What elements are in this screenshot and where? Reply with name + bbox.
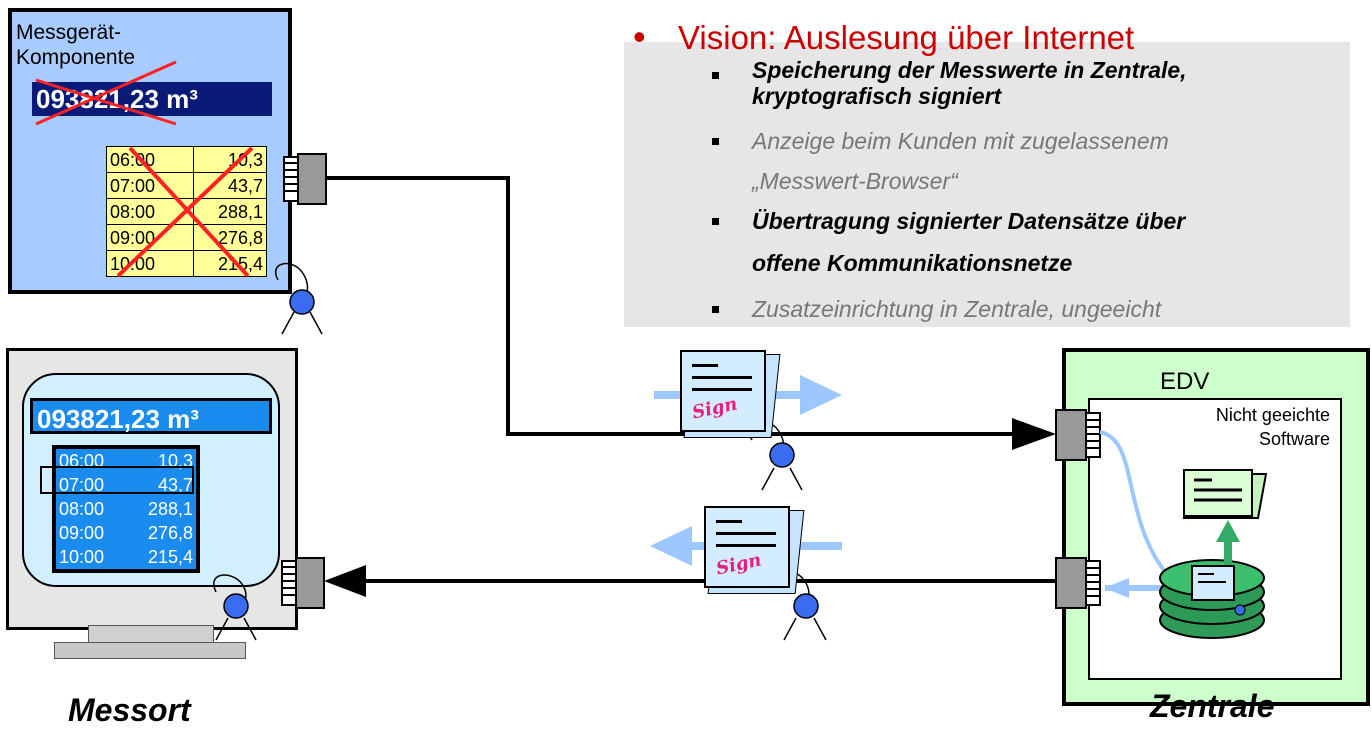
time-cell: 08:00: [59, 499, 105, 519]
row-selection-frame: [40, 466, 194, 494]
software-label: Nicht geeichte Software: [1140, 403, 1330, 451]
panel-item-3-line2: offene Kommunikationsnetze: [752, 250, 1073, 276]
edv-title: EDV: [1160, 368, 1210, 395]
stored-document-icon: [1182, 469, 1268, 519]
document-line: [716, 544, 776, 547]
document-line: [692, 376, 752, 379]
time-cell: 07:00: [59, 475, 105, 495]
signature-seal-icon: [275, 262, 323, 335]
monitor-stand: [54, 642, 246, 659]
table-row: 07:00 43,7: [54, 473, 198, 497]
arrow-head-icon: [324, 565, 366, 597]
panel-item-2-line1: Anzeige beim Kunden mit zugelassenem: [752, 128, 1169, 154]
value-cell: 43,7: [157, 475, 193, 495]
cross-out-icon: [116, 146, 254, 278]
zentrale-label: Zentrale: [1150, 688, 1275, 724]
upload-arrow-icon: [1216, 520, 1240, 570]
time-cell: 10:00: [59, 547, 105, 567]
panel-item-2-line2: „Messwert-Browser“: [752, 168, 958, 194]
panel-item-1-line1: Speicherung der Messwerte in Zentrale,: [752, 57, 1187, 83]
document-front-page: [680, 350, 766, 432]
document-line: [692, 388, 752, 391]
panel-item-3-line1: Übertragung signierter Datensätze über: [752, 208, 1186, 234]
document-line: [716, 532, 776, 535]
network-connector-icon: [281, 557, 325, 609]
value-cell: 288,1: [193, 198, 267, 225]
bullet-square-icon: [712, 72, 719, 79]
signature-seal-icon: [213, 574, 257, 641]
arrow-head-icon: [1012, 418, 1056, 450]
document-line: [716, 520, 742, 523]
meter-title: Messgerät- Komponente: [16, 20, 135, 70]
table-row: 08:00 288,1: [54, 497, 198, 521]
document-line: [692, 364, 718, 367]
signature-seal-icon: [775, 570, 827, 641]
panel-item-1-line2: kryptografisch signiert: [752, 83, 1002, 109]
signed-document-icon: Sign: [680, 350, 781, 438]
signed-document-icon: Sign: [704, 506, 805, 594]
table-row: 10:00 215,4: [54, 545, 198, 571]
cross-out-icon: [35, 60, 177, 126]
vision-panel: [624, 42, 1350, 327]
vision-bullet-icon: •: [633, 16, 646, 57]
time-cell: 09:00: [59, 523, 105, 543]
time-cell: 08:00: [106, 198, 194, 225]
value-cell: 276,8: [147, 523, 193, 543]
bullet-square-icon: [712, 138, 719, 145]
internal-flow-line: [1099, 430, 1172, 580]
meter-title-line1: Messgerät-: [16, 21, 122, 44]
signed-document-icon: [1191, 565, 1246, 616]
bullet-square-icon: [712, 306, 719, 313]
messort-label: Messort: [68, 692, 191, 728]
vision-title: Vision: Auslesung über Internet: [678, 19, 1135, 56]
flow-arrow-icon: [1104, 578, 1129, 598]
value-cell: 215,4: [147, 547, 193, 567]
panel-item-4-line1: Zusatzeinrichtung in Zentrale, ungeeicht: [752, 296, 1162, 322]
software-label-line1: Nicht geeichte: [1215, 405, 1330, 425]
table-row: 09:00 276,8: [54, 521, 198, 545]
value-cell: 276,8: [193, 224, 267, 251]
network-connector-icon: [1055, 557, 1101, 609]
monitor-reading-display: 093821,23 m³: [30, 398, 272, 434]
network-connector-icon: [1055, 409, 1101, 461]
document-front-page: [704, 506, 790, 588]
meter-title-line2: Komponente: [16, 46, 136, 69]
software-label-line2: Software: [1258, 429, 1330, 449]
bullet-square-icon: [712, 218, 719, 225]
network-connector-icon: [283, 153, 327, 205]
value-cell: 288,1: [147, 499, 193, 519]
